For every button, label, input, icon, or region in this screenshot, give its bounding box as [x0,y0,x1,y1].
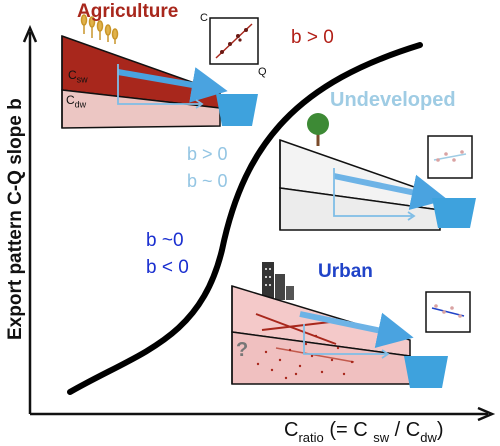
undeveloped-title: Undeveloped [330,89,456,111]
undeveloped-water-bucket [432,198,476,228]
crop-icon [80,14,119,44]
buildings-icon [262,262,294,300]
undeveloped-slope-label-a: b > 0 [187,144,228,164]
y-axis-arrowhead [22,24,38,43]
agriculture-title: Agriculture [77,1,179,22]
agriculture-panel [61,14,259,129]
undeveloped-slope-label-b: b ~ 0 [187,171,228,191]
inset-q-axis-label: Q [258,66,267,78]
y-axis-label: Export pattern C-Q slope b [5,98,26,340]
undeveloped-slow-flow-path [333,168,412,217]
urban-slope-label-a: b ~0 [146,230,184,251]
axes [22,24,496,422]
inset-c-axis-label: C [200,12,208,24]
contamination-dots [256,334,354,380]
urban-panel [231,262,471,388]
agriculture-slope-label: b > 0 [291,27,334,48]
sigmoid-curve [67,42,423,395]
cdw-label: Cdw [66,93,87,110]
csw-label: Csw [68,68,88,85]
undeveloped-fast-flow-arrow [333,173,448,210]
agriculture-fast-flow-arrow [117,67,228,103]
urban-title: Urban [318,261,373,282]
urban-unknown-mark: ? [236,339,249,361]
urban-water-bucket [404,356,448,388]
undeveloped-panel [279,113,476,231]
urban-slow-flow-path [303,324,386,355]
urban-fast-flow-arrow [299,311,414,348]
agriculture-water-bucket [216,94,258,126]
x-axis-arrowhead [477,406,496,422]
agriculture-slow-flow-path [117,64,200,105]
urban-slope-label-b: b < 0 [146,257,189,278]
x-axis-label: Cratio (= C sw / Cdw) [284,419,444,445]
